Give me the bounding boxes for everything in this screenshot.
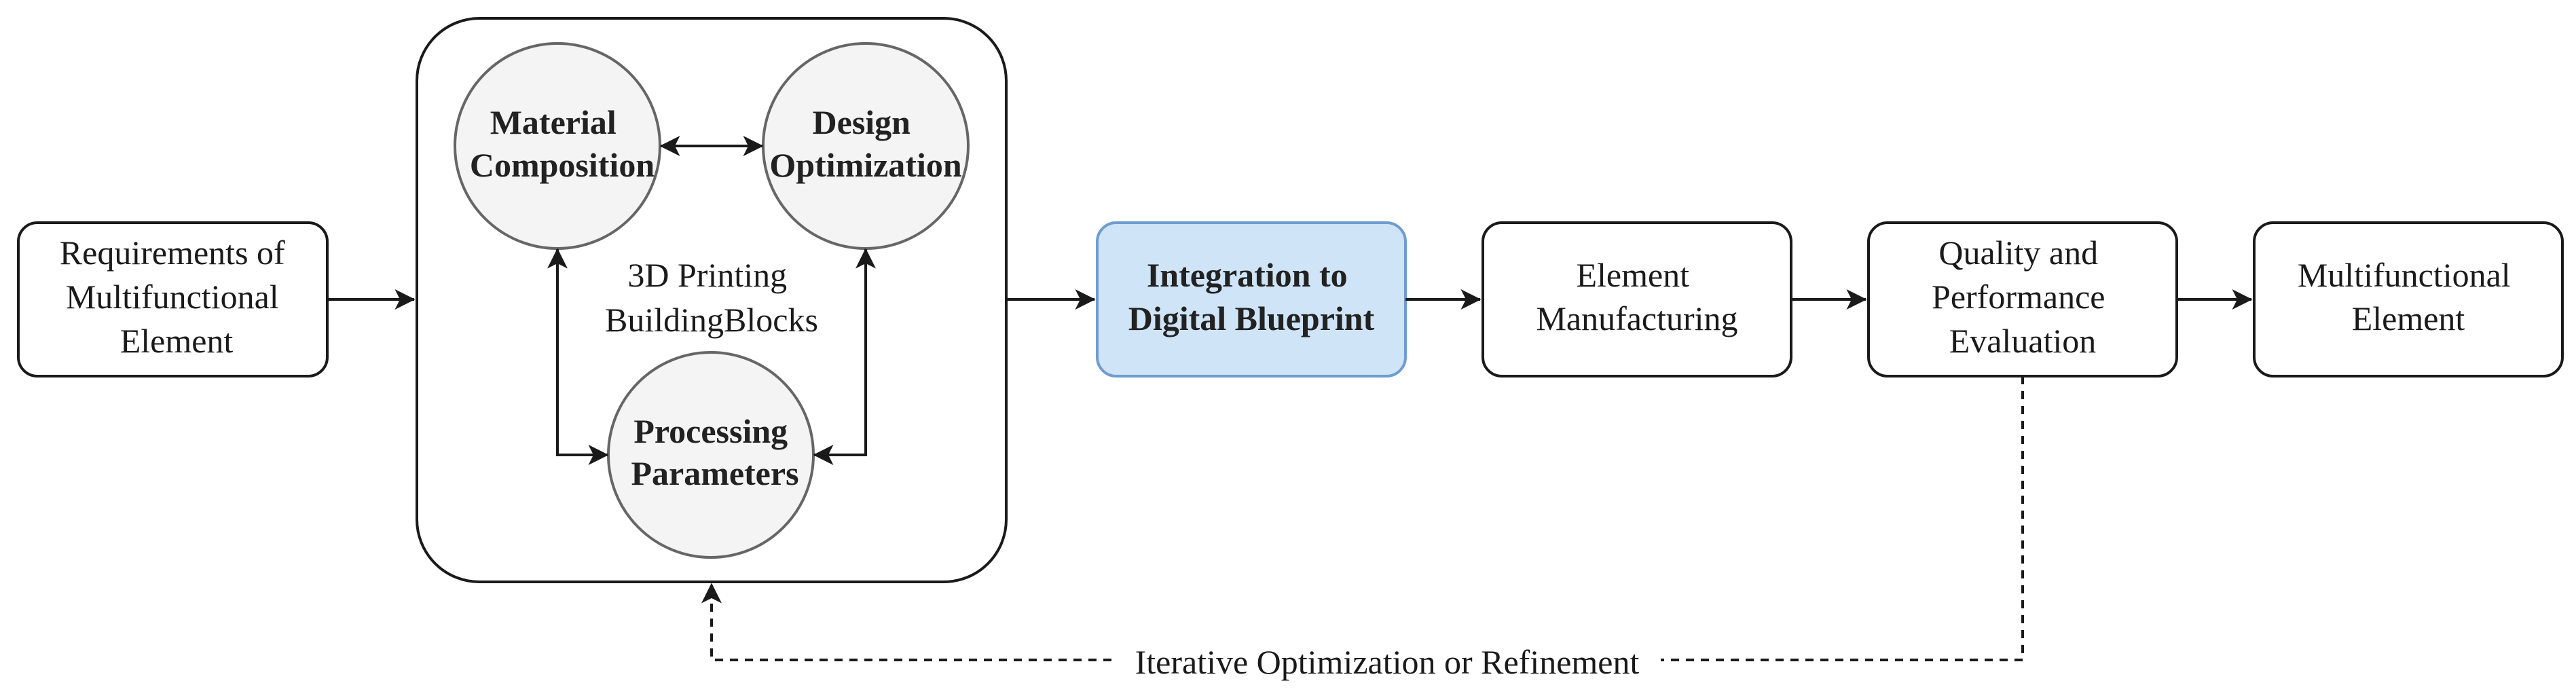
feedback-label: Iterative Optimization or Refinement [1135,643,1640,681]
requirements-line-1: Requirements of [60,234,285,272]
requirements-node: Requirements of Multifunctional Element [17,221,329,377]
integration-node: Integration to Digital Blueprint [1096,221,1407,377]
design-line-2: Optimization [769,146,962,184]
multifunctional-box [2253,221,2564,377]
integration-line-1: Integration to [1147,256,1348,294]
processing-line-1: Processing [633,412,788,450]
manufacturing-line-2: Manufacturing [1536,299,1737,337]
svg-text:Requirements of Multifun: Requirements of Multifunctional Element [60,234,293,360]
building-blocks-line-2: BuildingBlocks [605,301,818,339]
svg-text:Quality and Performance: Quality and Performance Evaluation [1932,234,2114,360]
svg-text:Design Optimization: Design Optimization [769,103,962,184]
feedback-label-bg [1114,638,1661,682]
design-line-1: Design [813,103,911,141]
quality-line-2: Performance [1932,278,2105,316]
quality-node: Quality and Performance Evaluation [1867,221,2178,377]
svg-text:Material Composition: Material Composition [470,103,655,184]
material-line-1: Material [490,103,617,141]
multifunctional-line-1: Multifunctional [2298,256,2511,294]
feedback-loop-arrow [701,376,2024,661]
manufacturing-node: Element Manufacturing [1482,221,1792,377]
design-optimization-node: Design Optimization [762,42,970,250]
arrow-material-processing [547,248,609,465]
requirements-line-2: Multifunctional [66,278,279,316]
quality-line-1: Quality and [1938,234,2098,272]
requirements-line-3: Element [120,322,234,360]
svg-text:Processing Parameters: Processing Parameters [631,412,798,492]
svg-text:Multifunctional Element: Multifunctional Element [2298,256,2519,337]
manufacturing-line-1: Element [1576,256,1689,294]
svg-text:Element Manufacturing: Element Manufacturing [1536,256,1737,337]
multifunctional-line-2: Element [2352,299,2465,337]
arrow-design-processing [813,248,876,465]
quality-line-3: Evaluation [1949,322,2097,360]
svg-text:Integration to Digital B: Integration to Digital Blueprint [1128,256,1375,337]
building-blocks-container: Material Composition Design Optimization… [416,17,1008,583]
processing-line-2: Parameters [631,454,798,492]
building-blocks-line-1: 3D Printing [627,256,787,294]
multifunctional-node: Multifunctional Element [2253,221,2564,377]
material-composition-node: Material Composition [454,42,661,250]
integration-line-2: Digital Blueprint [1128,299,1375,337]
material-line-2: Composition [470,146,655,184]
building-blocks-label: 3D Printing BuildingBlocks [605,256,818,339]
processing-parameters-node: Processing Parameters [607,351,815,559]
